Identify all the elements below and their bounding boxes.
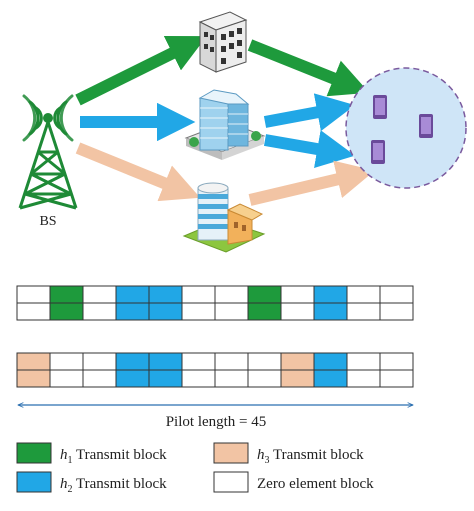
pattern-a-cell-zero <box>280 285 315 304</box>
arrow-green-building-1-to-users <box>247 39 370 97</box>
legend-swatch-zero <box>213 471 249 493</box>
pattern-b-cell-zero <box>214 369 249 388</box>
pattern-b-cell-h3 <box>16 369 51 388</box>
pilot-pattern-b <box>16 352 414 388</box>
pattern-a-cell-zero <box>280 302 315 321</box>
pattern-b-cell-zero <box>49 369 84 388</box>
pattern-b-cell-zero <box>379 352 414 371</box>
legend-swatch-h1 <box>16 442 52 464</box>
legend-item-h3: h3 Transmit block <box>213 442 364 466</box>
pattern-a-cell-zero <box>214 302 249 321</box>
arrow-green-bs-to-building-1 <box>75 36 207 106</box>
pattern-b-cell-zero <box>82 352 117 371</box>
svg-text:h2 Transmit block: h2 Transmit block <box>60 476 167 495</box>
base-station-tower-icon <box>18 94 78 210</box>
pattern-b-cell-zero <box>346 352 381 371</box>
building-2-icon <box>184 89 266 160</box>
pattern-a-cell-zero <box>346 302 381 321</box>
pattern-b-cell-h2 <box>148 352 183 371</box>
pattern-a-cell-zero <box>82 302 117 321</box>
pattern-b-cell-zero <box>49 352 84 371</box>
pattern-b-cell-h2 <box>313 369 348 388</box>
user-region <box>345 67 467 189</box>
user-region-circle <box>345 67 467 189</box>
pattern-a-cell-h2 <box>115 285 150 304</box>
pattern-a-cell-zero <box>214 285 249 304</box>
pattern-b-cell-zero <box>379 369 414 388</box>
pattern-a-cell-zero <box>379 302 414 321</box>
legend-swatch-h3 <box>213 442 249 464</box>
pattern-b-cell-zero <box>82 369 117 388</box>
pattern-b-cell-h2 <box>148 369 183 388</box>
svg-text:Zero element block: Zero element block <box>257 476 374 492</box>
arrow-peach-building-3-to-users <box>248 160 375 206</box>
pattern-b-cell-zero <box>181 352 216 371</box>
pattern-b-cell-h3 <box>16 352 51 371</box>
pattern-a-cell-zero <box>346 285 381 304</box>
pattern-b-cell-zero <box>346 369 381 388</box>
pilot-length-label: Pilot length = 45 <box>166 414 267 430</box>
pattern-b-cell-h2 <box>115 352 150 371</box>
pattern-a-cell-zero <box>181 302 216 321</box>
signal-arrows <box>75 36 375 206</box>
pattern-b-cell-zero <box>247 369 282 388</box>
pattern-a-cell-zero <box>82 285 117 304</box>
pattern-a-cell-h1 <box>247 302 282 321</box>
building-3-icon <box>182 182 266 253</box>
pattern-b-cell-h2 <box>313 352 348 371</box>
svg-text:h1 Transmit block: h1 Transmit block <box>60 447 167 466</box>
arrow-blue-building-2-to-users-b <box>263 130 356 168</box>
pattern-a-cell-zero <box>16 285 51 304</box>
legend-item-zero: Zero element block <box>213 471 374 493</box>
pattern-a-cell-h2 <box>148 302 183 321</box>
pattern-a-cell-zero <box>379 285 414 304</box>
bs-label: BS <box>39 214 56 229</box>
arrow-blue-building-2-to-users-a <box>263 93 356 132</box>
pattern-a-cell-h2 <box>148 285 183 304</box>
pattern-a-cell-h1 <box>49 285 84 304</box>
legend-item-h2: h2 Transmit block <box>16 471 167 495</box>
mobile-device-icon <box>373 95 387 119</box>
pattern-b-cell-zero <box>247 352 282 371</box>
pattern-a-cell-h1 <box>247 285 282 304</box>
building-1-icon <box>198 11 248 73</box>
pattern-a-cell-zero <box>16 302 51 321</box>
mobile-device-icon <box>371 140 385 164</box>
legend: h1 Transmit block h2 Transmit block h3 T… <box>16 442 374 495</box>
pattern-b-cell-h3 <box>280 352 315 371</box>
pattern-a-cell-zero <box>181 285 216 304</box>
pattern-a-cell-h2 <box>313 285 348 304</box>
legend-swatch-h2 <box>16 471 52 493</box>
pattern-b-cell-h2 <box>115 369 150 388</box>
pattern-b-cell-h3 <box>280 369 315 388</box>
legend-item-h1: h1 Transmit block <box>16 442 167 466</box>
pattern-b-cell-zero <box>214 352 249 371</box>
pattern-a-cell-h2 <box>313 302 348 321</box>
pattern-a-cell-h2 <box>115 302 150 321</box>
pilot-pattern-a <box>16 285 414 321</box>
svg-text:h3 Transmit block: h3 Transmit block <box>257 447 364 466</box>
mobile-device-icon <box>419 114 433 138</box>
pattern-b-cell-zero <box>181 369 216 388</box>
pattern-a-cell-h1 <box>49 302 84 321</box>
arrow-peach-bs-to-building-3 <box>75 142 201 202</box>
